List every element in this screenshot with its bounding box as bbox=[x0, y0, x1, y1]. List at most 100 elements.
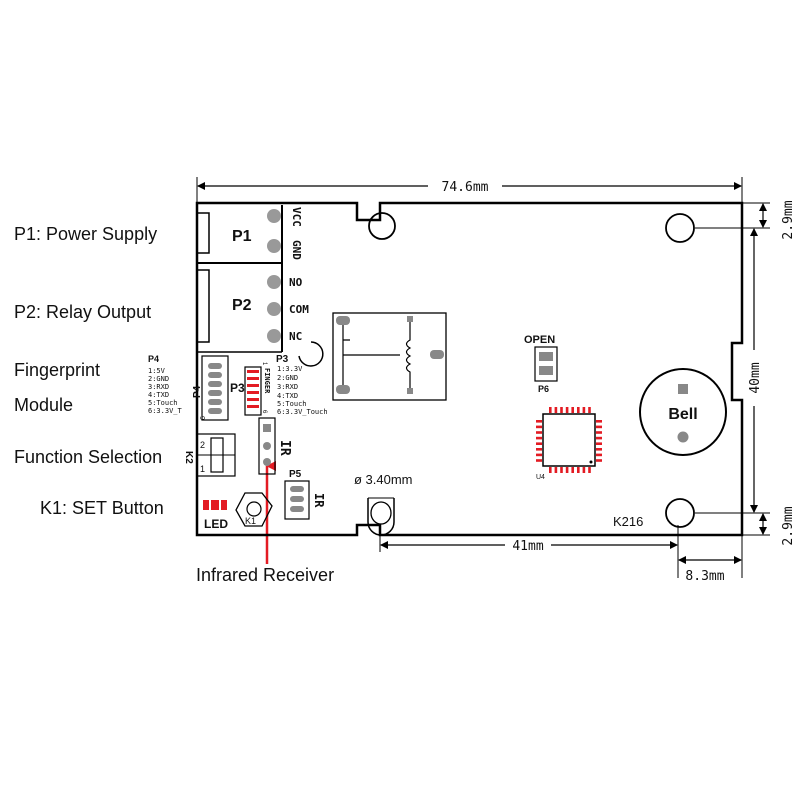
height-label-bg bbox=[745, 350, 763, 406]
u4-pin bbox=[577, 407, 580, 413]
hole-spacing-label-bg bbox=[505, 538, 551, 553]
p5-pins bbox=[290, 486, 304, 512]
u4-pin bbox=[536, 431, 542, 434]
p4-title: P4 bbox=[148, 354, 159, 364]
p4-pin-1: 1:5V bbox=[148, 367, 166, 375]
u4-pin bbox=[582, 467, 586, 473]
k1-label: K1 bbox=[245, 516, 256, 526]
callout-p1-power-supply: P1: Power Supply bbox=[14, 224, 157, 244]
pad-nc bbox=[267, 329, 281, 343]
p1-connector-tab bbox=[196, 212, 210, 254]
ir-pin-round bbox=[263, 458, 271, 466]
p4-pin-6: 6:3.3V_T bbox=[148, 407, 183, 415]
width-label: 74.6mm bbox=[442, 180, 489, 195]
nc-arc-marker bbox=[298, 341, 324, 367]
p5-ir-label: IR bbox=[312, 493, 326, 508]
finger-label: FINGER bbox=[263, 368, 271, 394]
model-label: K216 bbox=[613, 514, 643, 529]
u4-pin bbox=[536, 459, 542, 462]
p3-pin-6: 6:3.3V_Touch bbox=[277, 408, 328, 416]
p3-pin6-mark: 6 bbox=[261, 410, 267, 414]
p3-pinout-list: 1:3.3V 2:GND 3:RXD 4:TXD 5:Touch 6:3.3V_… bbox=[277, 365, 328, 416]
height-label: 40mm bbox=[748, 362, 763, 393]
relay-pad bbox=[407, 388, 413, 394]
pad-gnd bbox=[267, 239, 281, 253]
p4-pin6-mark: 6 bbox=[200, 416, 207, 420]
relay-pad bbox=[407, 316, 413, 322]
p4-pin-3: 3:RXD bbox=[148, 383, 169, 391]
u4-pin bbox=[536, 425, 542, 429]
u4-pin bbox=[536, 420, 542, 423]
p4-pin-pad bbox=[208, 363, 222, 369]
ir-pin-square bbox=[263, 424, 271, 432]
p6-pad bbox=[539, 366, 553, 375]
bell-pad-round bbox=[677, 431, 689, 443]
u4-pin bbox=[588, 467, 591, 473]
pad-com bbox=[267, 302, 281, 316]
u4-pin bbox=[536, 436, 542, 440]
u4-pin bbox=[536, 442, 542, 445]
k2-pin2: 2 bbox=[200, 440, 205, 450]
hole-offset-label: 8.3mm bbox=[685, 569, 724, 584]
p3-pin-3: 3:RXD bbox=[277, 383, 298, 391]
k2-pin1: 1 bbox=[200, 464, 205, 474]
p1-label: P1 bbox=[232, 228, 252, 245]
u4-pin bbox=[596, 453, 602, 457]
callout-fingerprint-line2: Module bbox=[14, 395, 73, 415]
mount-hole-top-left bbox=[368, 212, 396, 240]
p2-connector-tab bbox=[196, 269, 210, 343]
u4-pins bbox=[536, 407, 602, 473]
bell-pad-square bbox=[678, 384, 688, 394]
p3-connector bbox=[244, 366, 262, 416]
u4-pin bbox=[565, 407, 569, 413]
led-hole-dim-label: ø 3.40mm bbox=[354, 472, 413, 487]
p4-pin-pad bbox=[208, 399, 222, 405]
u4-pin bbox=[554, 407, 558, 413]
p4-board-label: P4 bbox=[192, 385, 203, 398]
p4-connector bbox=[201, 355, 229, 421]
mount-hole-bottom-right bbox=[665, 498, 695, 528]
bottom-margin-label: 2.9mm bbox=[781, 506, 796, 545]
term-nc-label: NC bbox=[289, 330, 302, 343]
u4-pin bbox=[596, 448, 602, 451]
p6-label: P6 bbox=[538, 384, 549, 394]
open-label: OPEN bbox=[524, 334, 555, 346]
ir-receiver-header bbox=[258, 417, 276, 475]
k1-set-button[interactable] bbox=[235, 492, 273, 527]
terminal-pads bbox=[267, 209, 281, 343]
led-hole-lens bbox=[370, 501, 392, 525]
p5-pin-pad bbox=[290, 496, 304, 502]
p6-jumper[interactable] bbox=[534, 346, 558, 382]
hole-spacing-label: 41mm bbox=[512, 539, 543, 554]
p4-pin-pad bbox=[208, 372, 222, 378]
u4-pin bbox=[549, 467, 552, 473]
u4-pin bbox=[596, 431, 602, 434]
p4-pin-pad bbox=[208, 390, 222, 396]
u4-pin bbox=[565, 467, 569, 473]
p3-pin-2: 2:GND bbox=[277, 374, 298, 382]
ir-pin-round bbox=[263, 442, 271, 450]
p4-pin-pad bbox=[208, 408, 222, 414]
p5-pin-pad bbox=[290, 506, 304, 512]
callout-k1-set-button: K1: SET Button bbox=[40, 498, 164, 518]
u4-pin bbox=[596, 425, 602, 429]
p3-pin-pad bbox=[247, 384, 259, 387]
p3-pin-1: 1:3.3V bbox=[277, 365, 303, 373]
u4-pin bbox=[582, 407, 586, 413]
term-com-label: COM bbox=[289, 303, 309, 316]
p3-title: P3 bbox=[276, 354, 289, 365]
k1-button-actuator[interactable] bbox=[246, 501, 262, 517]
u4-pin bbox=[536, 448, 542, 451]
p3-pin-pad bbox=[247, 370, 259, 373]
relay-outline bbox=[332, 312, 447, 401]
p4-pin-pad bbox=[208, 381, 222, 387]
u4-mcu-chip bbox=[536, 407, 602, 473]
top-margin-label: 2.9mm bbox=[781, 200, 796, 239]
led-pad bbox=[203, 500, 209, 510]
u4-pin bbox=[577, 467, 580, 473]
u4-pin bbox=[560, 467, 563, 473]
status-led bbox=[203, 500, 227, 510]
p4-pin-2: 2:GND bbox=[148, 375, 169, 383]
p5-label: P5 bbox=[289, 469, 302, 480]
u4-pin bbox=[560, 407, 563, 413]
